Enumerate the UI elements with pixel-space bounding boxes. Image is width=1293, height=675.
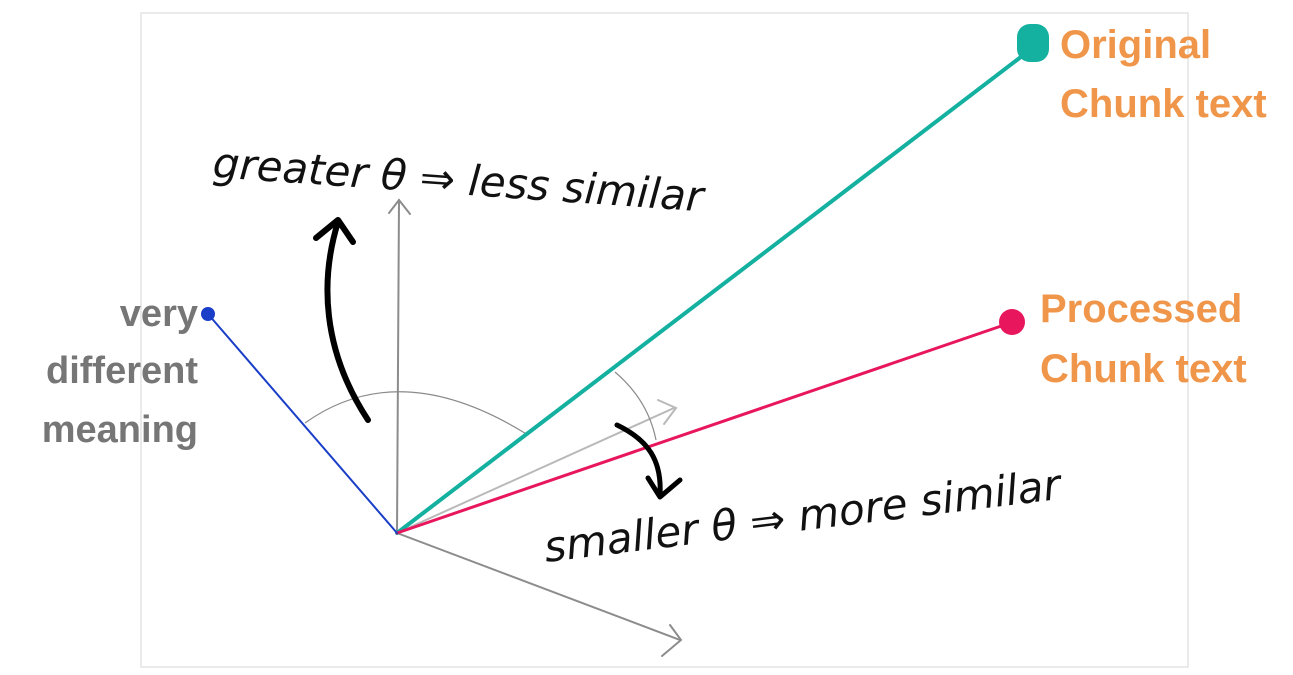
different-meaning-label-line3: meaning: [42, 409, 198, 451]
original-chunk-label-line1: Original: [1060, 23, 1211, 67]
small-angle-arc: [614, 371, 657, 441]
vertical-axis: [396, 199, 400, 534]
greater-angle-arrowhead: [313, 217, 356, 245]
diagonal-axis: [396, 532, 681, 641]
different-meaning-point: [201, 307, 215, 321]
different-meaning-vector: [207, 313, 398, 534]
vertical-axis-arrowhead: [388, 198, 411, 215]
processed-chunk-label-line1: Processed: [1040, 287, 1242, 331]
different-meaning-label-line1: very: [120, 293, 198, 335]
processed-chunk-point: [999, 309, 1025, 335]
smaller-angle-arrowhead: [645, 475, 683, 500]
smaller-angle-arrow: [614, 422, 663, 498]
light-gray-vector-arrowhead: [657, 399, 678, 425]
original-chunk-vector: [395, 48, 1032, 535]
diagram-frame: [140, 12, 1189, 668]
original-chunk-label-line2: Chunk text: [1060, 82, 1267, 126]
processed-chunk-label-line2: Chunk text: [1040, 347, 1247, 391]
different-meaning-label-line2: different: [46, 350, 198, 392]
processed-chunk-vector: [395, 321, 1012, 535]
original-chunk-point: [1017, 24, 1049, 62]
greater-angle-arrow: [324, 219, 371, 423]
large-angle-arc: [304, 391, 529, 436]
diagonal-axis-arrowhead: [661, 624, 683, 657]
